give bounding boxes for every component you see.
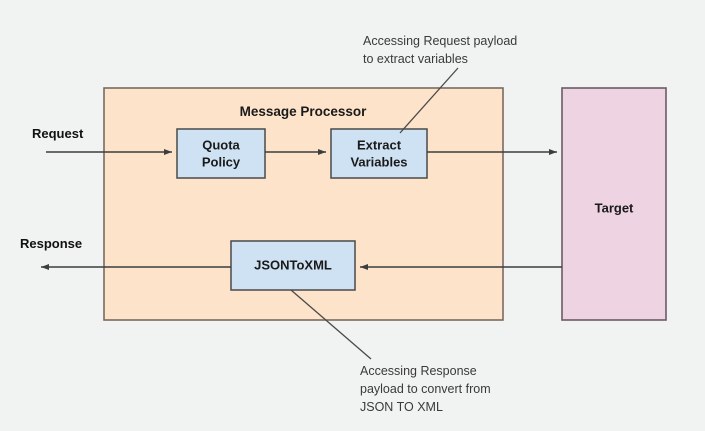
target-label: Target — [595, 200, 634, 215]
extract-variables-label-line1: Extract — [357, 137, 402, 152]
response-annotation-leader-line — [290, 289, 372, 360]
extract-variables-box — [330, 128, 428, 179]
quota-policy-label-line1: Quota — [202, 137, 240, 152]
response-annotation-line2: payload to convert from — [360, 382, 491, 396]
target-box — [561, 87, 667, 321]
extract-variables-label-line2: Variables — [350, 154, 407, 169]
jsontoxml-box — [230, 240, 356, 291]
message-processor-title: Message Processor — [240, 104, 368, 119]
request-label: Request — [32, 126, 84, 141]
request-annotation-leader-line — [399, 67, 459, 134]
jsontoxml-label: JSONToXML — [254, 257, 332, 272]
quota-policy-label-line2: Policy — [202, 154, 241, 169]
quota-policy-box — [176, 128, 266, 179]
response-label: Response — [20, 236, 82, 251]
request-annotation-line1: Accessing Request payload — [363, 34, 517, 48]
response-annotation-line1: Accessing Response — [360, 364, 477, 378]
request-annotation-line2: to extract variables — [363, 52, 468, 66]
response-annotation-line3: JSON TO XML — [360, 400, 443, 414]
